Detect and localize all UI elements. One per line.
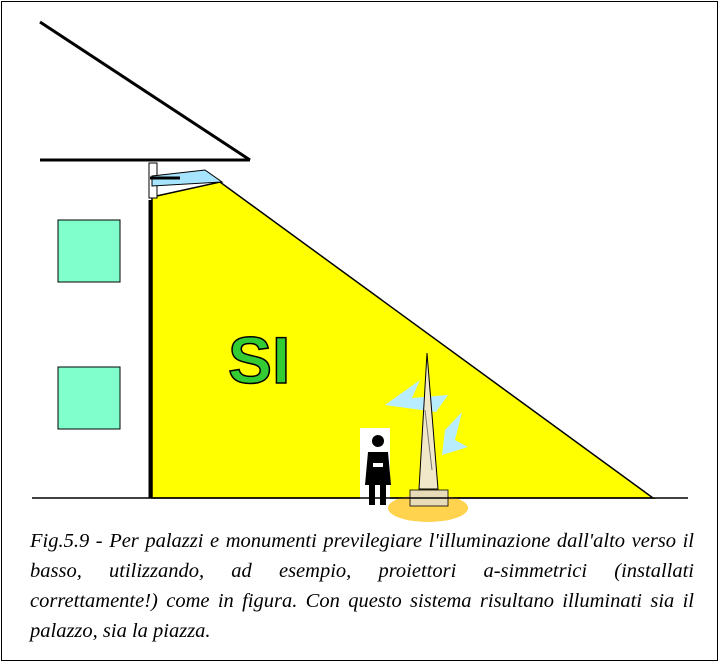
window-lower [57, 366, 121, 430]
monument-obelisk [418, 352, 439, 490]
policeman-figure [360, 428, 391, 505]
policeman-body [365, 452, 391, 485]
policeman-leg-right [380, 485, 386, 505]
window-upper [57, 219, 121, 283]
policeman-leg-left [369, 485, 375, 505]
asymmetric-projector [151, 169, 224, 187]
ribbon-left [385, 380, 448, 412]
si-label: SI [228, 323, 290, 397]
policeman-head [372, 435, 384, 447]
ribbon-right [442, 412, 468, 455]
monument-clipart [385, 352, 468, 522]
roof-slope [39, 20, 251, 162]
figure-caption: Fig.5.9 - Per palazzi e monumenti previl… [30, 530, 694, 642]
monument-carving [424, 409, 433, 471]
policeman-belt [373, 463, 383, 467]
